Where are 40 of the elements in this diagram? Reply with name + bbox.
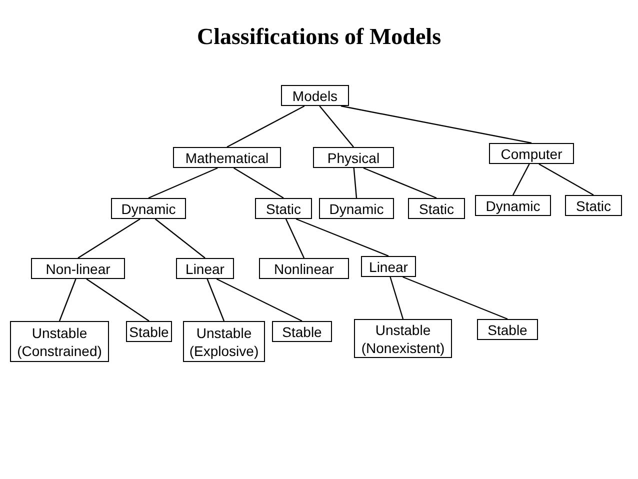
category-box: Unstable (Nonexistent) bbox=[354, 319, 452, 358]
category-box: Linear bbox=[176, 258, 234, 279]
connector-line bbox=[226, 105, 305, 148]
category-box: Non-linear bbox=[31, 258, 125, 279]
connector-line bbox=[340, 105, 532, 144]
connector-line bbox=[512, 164, 530, 196]
diagram-title: Classifications of Models bbox=[196, 24, 442, 50]
category-box: Dynamic bbox=[475, 195, 551, 216]
category-box: Unstable (Explosive) bbox=[183, 321, 265, 362]
category-box: Computer bbox=[489, 143, 574, 164]
connector-line bbox=[78, 218, 140, 258]
connector-line bbox=[363, 167, 437, 199]
category-box: Mathematical bbox=[173, 147, 281, 168]
category-box: Static bbox=[255, 198, 312, 219]
connector-line bbox=[296, 218, 389, 257]
connector-line bbox=[148, 167, 218, 199]
category-box: Static bbox=[408, 198, 465, 219]
category-box: Models bbox=[281, 85, 349, 106]
category-box: Nonlinear bbox=[259, 258, 349, 279]
category-box: Linear bbox=[361, 256, 416, 277]
connector-line bbox=[58, 278, 76, 322]
connector-line bbox=[216, 278, 302, 322]
connector-line bbox=[285, 218, 305, 258]
connector-line bbox=[206, 278, 225, 322]
category-box: Dynamic bbox=[111, 198, 186, 219]
category-box: Stable bbox=[272, 321, 332, 342]
connector-line bbox=[402, 276, 508, 320]
connector-line bbox=[233, 167, 284, 199]
category-box: Unstable (Constrained) bbox=[10, 321, 109, 362]
connector-line bbox=[353, 168, 358, 198]
category-box: Static bbox=[565, 195, 622, 216]
connector-line bbox=[319, 106, 354, 148]
connector-line bbox=[538, 163, 594, 196]
category-box: Stable bbox=[477, 319, 538, 340]
category-box: Dynamic bbox=[319, 198, 394, 219]
connector-line bbox=[390, 276, 404, 320]
category-box: Stable bbox=[126, 321, 172, 342]
connector-line bbox=[154, 218, 206, 258]
category-box: Physical bbox=[313, 147, 394, 168]
connector-line bbox=[86, 278, 150, 322]
